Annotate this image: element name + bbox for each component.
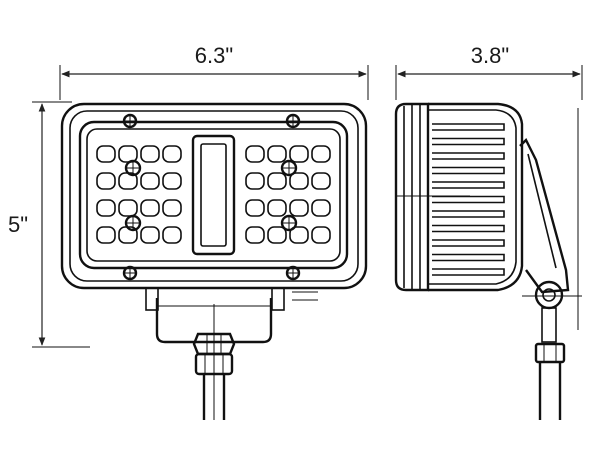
led-emitter bbox=[118, 199, 138, 217]
led-emitter bbox=[289, 226, 309, 244]
led-emitter bbox=[162, 172, 182, 190]
led-emitter bbox=[311, 226, 331, 244]
led-emitter bbox=[140, 226, 160, 244]
led-emitter bbox=[245, 172, 265, 190]
led-emitter bbox=[118, 145, 138, 163]
screw-icon bbox=[285, 265, 301, 281]
cooling-fins bbox=[432, 123, 505, 276]
front-housing-outer bbox=[60, 102, 368, 290]
side-cable bbox=[538, 362, 562, 420]
width-dimension: 6.3" bbox=[59, 43, 369, 100]
side-bezel bbox=[394, 102, 430, 292]
led-emitter bbox=[140, 172, 160, 190]
cooling-fin bbox=[432, 210, 505, 218]
led-emitter bbox=[267, 199, 287, 217]
front-view bbox=[60, 102, 368, 420]
heat-sink-body bbox=[428, 102, 524, 292]
led-emitter bbox=[96, 226, 116, 244]
led-emitter bbox=[311, 199, 331, 217]
front-mount-bracket bbox=[145, 287, 318, 344]
cooling-fin bbox=[432, 181, 505, 189]
led-array-left bbox=[96, 145, 182, 244]
height-dimension: 5" bbox=[2, 101, 90, 348]
screw-icon bbox=[122, 113, 138, 129]
depth-label: 3.8" bbox=[471, 43, 509, 68]
led-emitter bbox=[289, 172, 309, 190]
pivot-knob-icon bbox=[534, 280, 564, 310]
led-emitter bbox=[96, 199, 116, 217]
cooling-fin bbox=[432, 123, 505, 131]
side-view bbox=[394, 102, 582, 420]
cooling-fin bbox=[432, 224, 505, 233]
led-emitter bbox=[267, 145, 287, 163]
front-cable bbox=[202, 304, 226, 420]
cooling-fin bbox=[432, 152, 505, 160]
led-emitter bbox=[162, 226, 182, 244]
led-emitter bbox=[245, 145, 265, 163]
led-emitter bbox=[311, 172, 331, 190]
cooling-fin bbox=[432, 137, 505, 146]
lens-screw-icon bbox=[124, 159, 142, 177]
led-emitter bbox=[289, 199, 309, 217]
led-emitter bbox=[96, 172, 116, 190]
led-emitter bbox=[96, 145, 116, 163]
led-emitter bbox=[140, 199, 160, 217]
lens-bezel bbox=[78, 120, 349, 270]
screw-icon bbox=[285, 113, 301, 129]
cooling-fin bbox=[432, 166, 505, 175]
lens-screw-icon bbox=[124, 214, 142, 232]
depth-dimension: 3.8" bbox=[395, 43, 583, 100]
cooling-fin bbox=[432, 253, 505, 262]
screw-icon bbox=[122, 265, 138, 281]
led-emitter bbox=[245, 226, 265, 244]
side-mount-arm bbox=[519, 137, 582, 297]
cooling-fin bbox=[432, 268, 505, 276]
led-emitter bbox=[267, 226, 287, 244]
width-label: 6.3" bbox=[195, 43, 233, 68]
cooling-fin bbox=[432, 239, 505, 247]
height-label: 5" bbox=[8, 212, 28, 237]
lens-screw-icon bbox=[280, 159, 298, 177]
led-emitter bbox=[267, 172, 287, 190]
led-array-right bbox=[245, 145, 331, 244]
lens-screw-icon bbox=[280, 214, 298, 232]
led-emitter bbox=[245, 199, 265, 217]
led-emitter bbox=[162, 145, 182, 163]
cooling-fin bbox=[432, 195, 505, 204]
side-hex-nut bbox=[534, 307, 566, 364]
led-emitter bbox=[140, 145, 160, 163]
center-reflector bbox=[191, 134, 236, 256]
led-emitter bbox=[311, 145, 331, 163]
led-emitter bbox=[162, 199, 182, 217]
led-emitter bbox=[289, 145, 309, 163]
